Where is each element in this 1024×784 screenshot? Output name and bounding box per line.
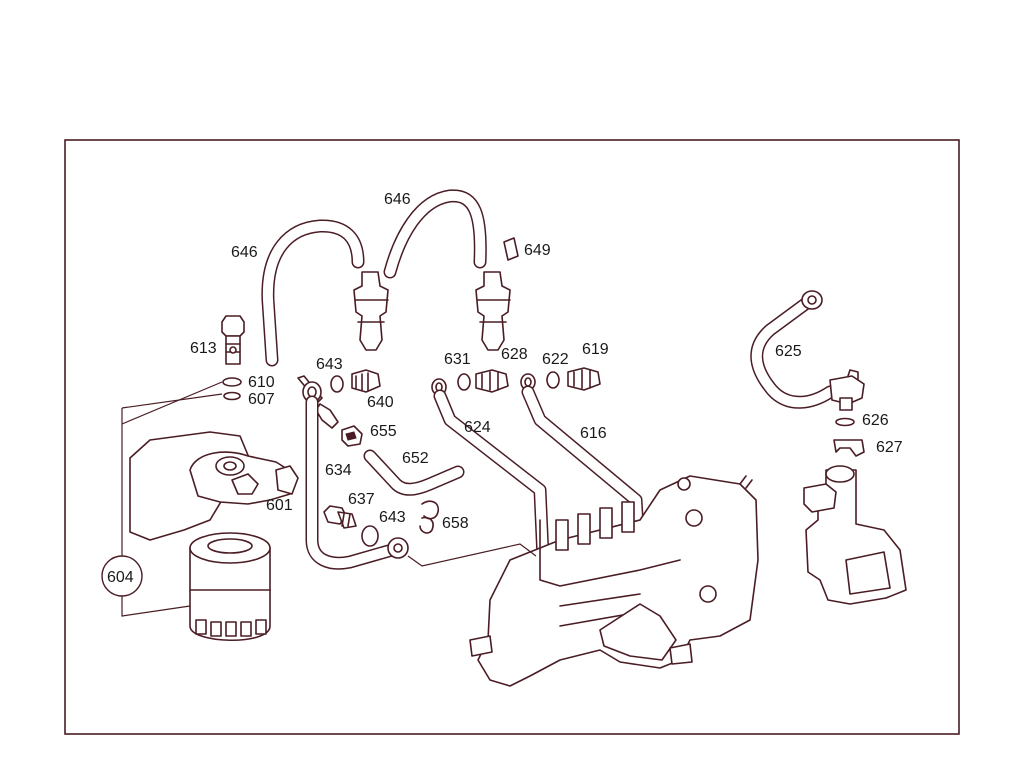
cap-649[interactable]	[503, 237, 519, 261]
label-626: 626	[862, 412, 889, 429]
clamp-655[interactable]	[341, 425, 363, 447]
injection-pump[interactable]	[469, 475, 759, 687]
injector-left[interactable]	[353, 271, 389, 351]
label-610: 610	[248, 374, 275, 391]
label-622: 622	[542, 351, 569, 368]
leader-634-pump	[407, 543, 537, 567]
clip-627[interactable]	[833, 439, 865, 457]
label-628: 628	[501, 346, 528, 363]
label-625: 625	[775, 343, 802, 360]
label-631: 631	[444, 351, 471, 368]
label-637: 637	[348, 491, 375, 508]
hose-646-left[interactable]	[261, 219, 365, 367]
leader-604-bracket	[121, 408, 191, 617]
label-649: 649	[524, 242, 551, 259]
label-646-middle: 646	[384, 191, 411, 208]
banjo-bolt-613[interactable]	[221, 315, 245, 365]
washer-631[interactable]	[457, 373, 471, 391]
label-646-left: 646	[231, 244, 258, 261]
label-655: 655	[370, 423, 397, 440]
label-624: 624	[464, 419, 491, 436]
washer-622[interactable]	[546, 371, 560, 389]
washer-643[interactable]	[361, 525, 379, 547]
washer-610[interactable]	[222, 377, 242, 387]
washer-626[interactable]	[835, 417, 855, 427]
label-613: 613	[190, 340, 217, 357]
hose-646-middle[interactable]	[383, 189, 487, 279]
fitting-640[interactable]	[330, 369, 381, 393]
label-604: 604	[107, 569, 134, 586]
hose-652[interactable]	[363, 449, 465, 496]
label-640: 640	[367, 394, 394, 411]
filter-housing-601[interactable]	[129, 431, 299, 541]
leader-604-washer	[121, 381, 223, 425]
label-619: 619	[582, 341, 609, 358]
label-616: 616	[580, 425, 607, 442]
label-627: 627	[876, 439, 903, 456]
label-652: 652	[402, 450, 429, 467]
vacuum-unit-right[interactable]	[803, 465, 907, 605]
injector-right[interactable]	[475, 271, 511, 351]
label-634: 634	[325, 462, 352, 479]
clip-658[interactable]	[419, 500, 440, 534]
filter-element-604[interactable]	[189, 532, 271, 641]
label-643-upper: 643	[316, 356, 343, 373]
label-643-lower: 643	[379, 509, 406, 526]
banjo-bolt-628[interactable]	[475, 369, 509, 393]
label-658: 658	[442, 515, 469, 532]
return-line-634[interactable]	[305, 395, 409, 570]
label-601: 601	[266, 497, 293, 514]
banjo-fitting-616-end[interactable]	[520, 373, 536, 391]
washer-607[interactable]	[223, 391, 241, 401]
fuel-line-625[interactable]	[750, 290, 837, 409]
banjo-bolt-637[interactable]	[323, 505, 357, 529]
label-604-circle	[101, 555, 143, 597]
diagram-frame	[64, 139, 960, 735]
leader-604-filter	[121, 393, 223, 409]
valve-626-fitting[interactable]	[829, 369, 865, 411]
banjo-bolt-619[interactable]	[567, 367, 601, 391]
label-607: 607	[248, 391, 275, 408]
